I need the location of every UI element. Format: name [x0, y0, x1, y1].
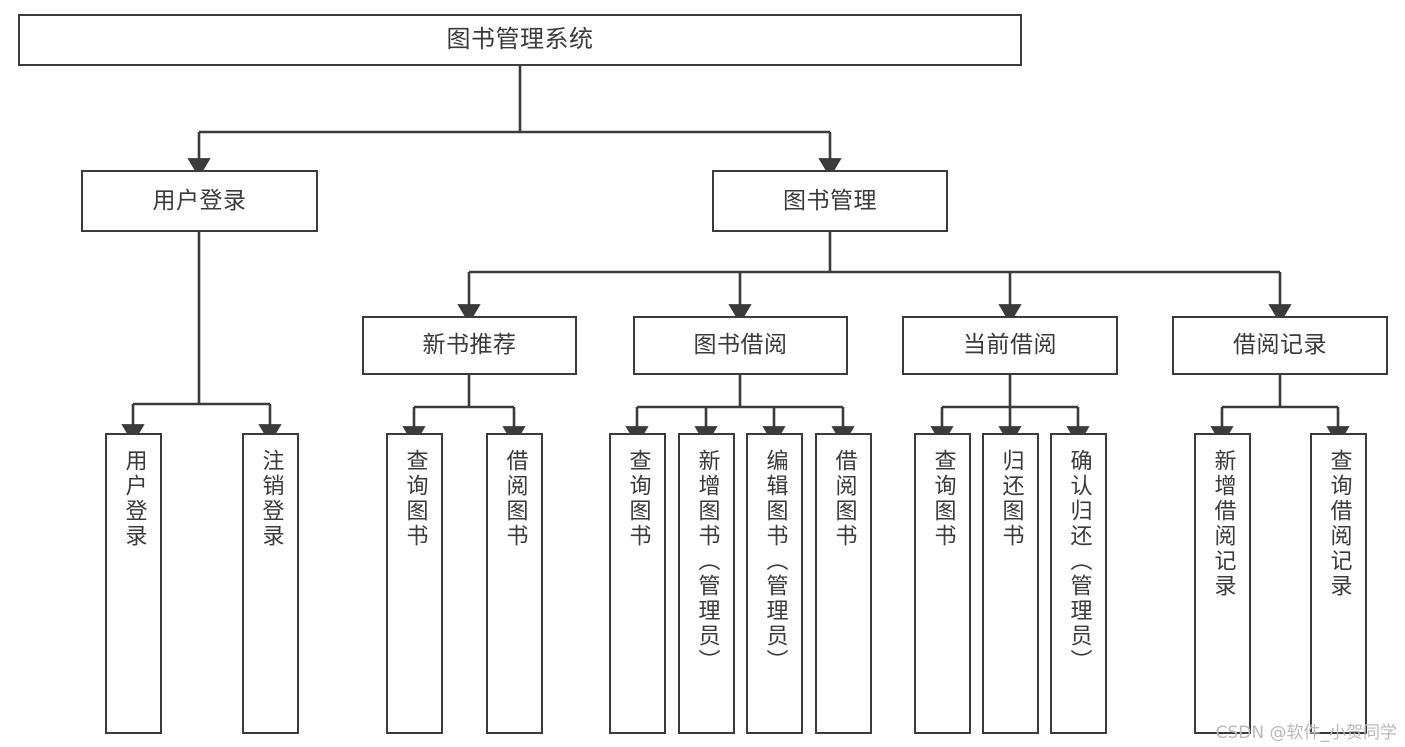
- node-label: 查询图书: [625, 449, 651, 549]
- node-label: 新增图书（管理员）: [694, 449, 720, 674]
- node-label: 用户登录: [121, 449, 147, 549]
- node-leaf-borrow-book-2[interactable]: 借阅图书: [815, 433, 872, 734]
- node-leaf-add-record[interactable]: 新增借阅记录: [1194, 433, 1251, 734]
- node-leaf-return-book[interactable]: 归还图书: [982, 433, 1039, 734]
- node-book-manage[interactable]: 图书管理: [712, 170, 948, 232]
- node-leaf-edit-book[interactable]: 编辑图书（管理员）: [746, 433, 803, 734]
- node-label: 归还图书: [998, 449, 1024, 549]
- node-label: 图书借阅: [693, 332, 788, 359]
- node-label: 新书推荐: [422, 332, 517, 359]
- node-new-book-recommend[interactable]: 新书推荐: [362, 316, 577, 375]
- node-label: 查询图书: [402, 449, 428, 549]
- node-label: 图书管理: [783, 187, 877, 214]
- node-leaf-query-book-1[interactable]: 查询图书: [386, 433, 443, 734]
- node-borrow-record[interactable]: 借阅记录: [1172, 316, 1388, 375]
- node-label: 借阅图书: [831, 449, 857, 549]
- node-label: 注销登录: [258, 449, 284, 549]
- node-leaf-query-book-3[interactable]: 查询图书: [914, 433, 971, 734]
- node-label: 确认归还（管理员）: [1066, 449, 1092, 674]
- node-root-system[interactable]: 图书管理系统: [18, 14, 1022, 66]
- node-label: 用户登录: [152, 187, 247, 214]
- node-leaf-borrow-book-1[interactable]: 借阅图书: [486, 433, 543, 734]
- node-current-borrow[interactable]: 当前借阅: [902, 316, 1118, 375]
- watermark-text: CSDN @软件_小贺同学: [1215, 723, 1397, 743]
- node-label: 编辑图书（管理员）: [762, 449, 788, 674]
- node-label: 图书管理系统: [446, 25, 594, 54]
- node-book-borrow[interactable]: 图书借阅: [633, 316, 848, 375]
- node-leaf-query-book-2[interactable]: 查询图书: [609, 433, 666, 734]
- node-user-login[interactable]: 用户登录: [81, 170, 318, 232]
- node-label: 借阅图书: [502, 449, 528, 549]
- node-leaf-confirm-return[interactable]: 确认归还（管理员）: [1050, 433, 1107, 734]
- node-leaf-logout-login[interactable]: 注销登录: [242, 433, 299, 734]
- node-label: 借阅记录: [1233, 332, 1327, 359]
- node-label: 当前借阅: [963, 332, 1057, 359]
- node-label: 查询图书: [930, 449, 956, 549]
- node-leaf-user-login[interactable]: 用户登录: [105, 433, 162, 734]
- node-leaf-query-record[interactable]: 查询借阅记录: [1310, 433, 1367, 734]
- node-leaf-add-book[interactable]: 新增图书（管理员）: [678, 433, 735, 734]
- node-label: 新增借阅记录: [1210, 449, 1236, 599]
- node-label: 查询借阅记录: [1326, 449, 1352, 599]
